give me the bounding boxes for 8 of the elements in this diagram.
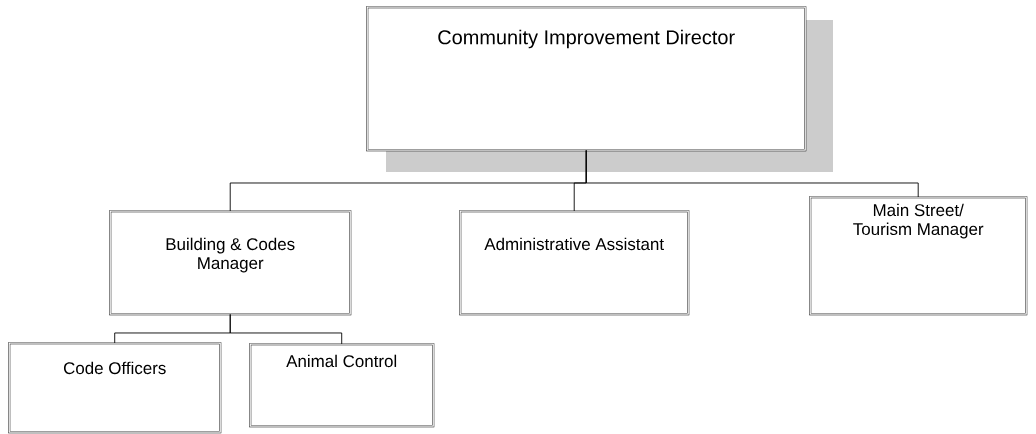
org-box: Building & Codes Manager xyxy=(109,210,352,316)
connector-line xyxy=(229,313,343,345)
org-box: Community Improvement Director xyxy=(366,6,807,152)
org-box: Main Street/ Tourism Manager xyxy=(809,196,1028,316)
connector-line xyxy=(585,149,919,198)
org-box: Code Officers xyxy=(8,342,222,434)
org-box: Animal Control xyxy=(249,343,435,428)
org-box: Administrative Assistant xyxy=(459,210,690,316)
